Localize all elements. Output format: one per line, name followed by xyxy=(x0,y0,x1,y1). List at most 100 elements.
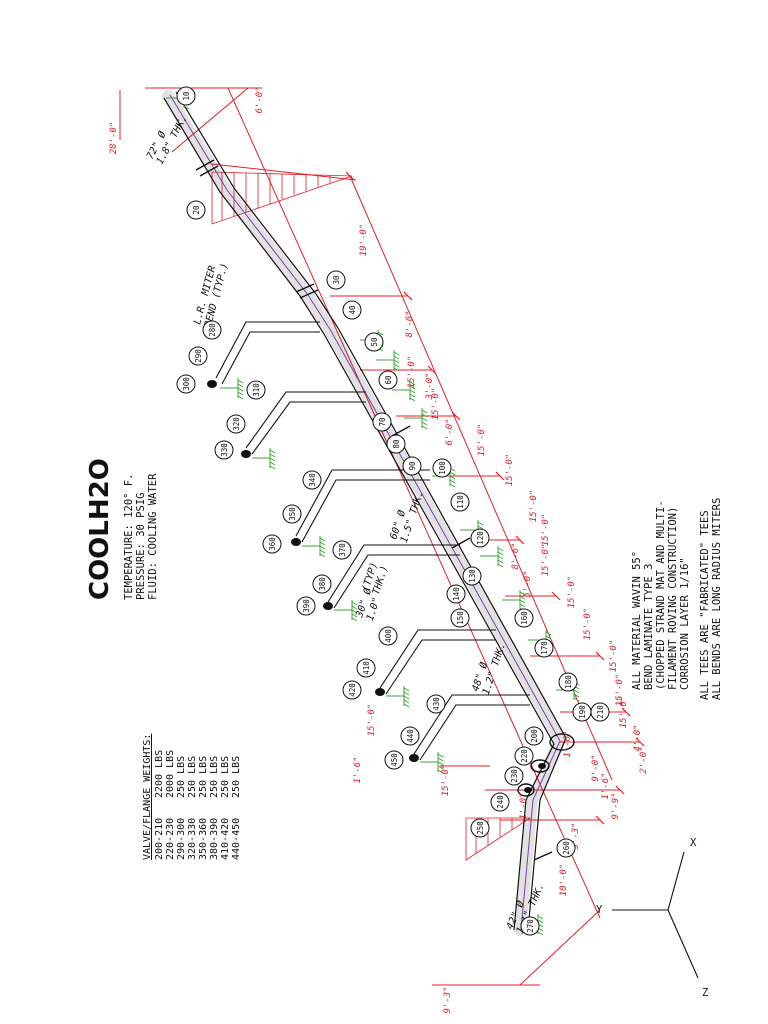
node-tag-label: 40 xyxy=(348,305,357,315)
node-tag-label: 170 xyxy=(540,641,549,655)
support-symbol xyxy=(420,752,444,774)
dim-label-d_15_k: 15'-0" xyxy=(615,674,625,707)
dim-text: 6'-0" xyxy=(445,418,455,445)
node-tag-430: 430 xyxy=(426,694,446,714)
node-tag-90: 90 xyxy=(402,456,422,476)
pipe-spec-labels: 72" Ø 1.8" THK. L.R. MITER BEND (TYP.) 6… xyxy=(144,114,547,936)
support-symbol xyxy=(376,350,400,372)
node-tag-label: 180 xyxy=(564,675,573,689)
dim-text: 1'-6" xyxy=(353,756,363,783)
dim-text: 15'-0" xyxy=(407,356,417,389)
title-block: COOLH2O xyxy=(85,458,115,600)
weight-value: 2200 LBS xyxy=(154,750,165,798)
dim-label-d_9_3_b: 9'-3" xyxy=(571,822,581,849)
note-line-2: BEND LAMINATE TYPE 3 xyxy=(643,564,655,690)
support-symbol xyxy=(252,448,276,470)
node-tag-280: 280 xyxy=(202,320,222,340)
node-tag-450: 450 xyxy=(384,750,404,770)
node-tag-label: 310 xyxy=(252,383,261,397)
dim-label-d_3_0: 3'-0" xyxy=(425,372,435,400)
axis-z-label: Z xyxy=(702,987,708,999)
dim-text: 15'-0" xyxy=(541,544,551,577)
axis-x-label: X xyxy=(690,837,697,849)
dim-text: 19'-0" xyxy=(359,224,369,257)
support-symbol xyxy=(386,686,410,708)
node-tag-label: 130 xyxy=(468,569,477,583)
node-tag-label: 150 xyxy=(456,611,465,625)
dim-text: 10'-0" xyxy=(559,864,569,897)
node-tag-label: 290 xyxy=(194,349,203,363)
dim-label-d_1_0: 1'-0" xyxy=(519,792,529,819)
node-tag-310: 310 xyxy=(246,380,266,400)
dim-label-d_19: 19'-0" xyxy=(359,224,369,257)
dim-label-d_4_0: 4'-0" xyxy=(633,724,643,751)
node-tag-label: 220 xyxy=(520,749,529,763)
dim-text: 1'-6" xyxy=(601,772,611,799)
node-tag-label: 300 xyxy=(182,377,191,391)
node-tag-label: 350 xyxy=(288,507,297,521)
dim-label-d_8_6: 8'-6" xyxy=(405,310,415,337)
node-tag-100: 100 xyxy=(432,458,452,478)
node-tag-140: 140 xyxy=(446,584,466,604)
node-tag-label: 370 xyxy=(338,543,347,557)
node-tag-440: 440 xyxy=(400,726,420,746)
node-tag-label: 190 xyxy=(578,705,587,719)
dim-text: 8'-6" xyxy=(511,542,521,569)
dim-text: 15'-0" xyxy=(567,576,577,609)
dim-label-d_15_m: 15'-0" xyxy=(367,704,377,737)
node-tag-label: 30 xyxy=(332,275,341,285)
node-tag-label: 340 xyxy=(308,473,317,487)
weight-range: 290-300 xyxy=(176,818,187,860)
node-tag-370: 370 xyxy=(332,540,352,560)
dim-text: 4'-0" xyxy=(633,724,643,751)
weight-range: 410-420 xyxy=(220,818,231,860)
temperature-text: TEMPERATURE: 120° F. xyxy=(123,474,135,600)
node-tag-230: 230 xyxy=(504,766,524,786)
drawing-title: COOLH2O xyxy=(85,458,115,600)
dim-text: 6'-0" xyxy=(255,86,265,113)
weight-range: 440-450 xyxy=(231,818,242,860)
dim-text: 2'-0" xyxy=(639,746,649,773)
node-tag-label: 280 xyxy=(208,323,217,337)
support-symbol xyxy=(302,536,326,558)
node-tag-190: 190 xyxy=(572,702,592,722)
valves xyxy=(207,380,546,793)
node-tag-label: 390 xyxy=(302,599,311,613)
node-tag-label: 60 xyxy=(384,375,393,385)
dim-text: 15'-0" xyxy=(431,388,441,421)
node-tag-260: 260 xyxy=(556,838,576,858)
weight-range: 220-230 xyxy=(165,818,176,860)
dim-label-d_6_0: 6'-0" xyxy=(445,418,455,445)
dim-text: 15'-0" xyxy=(609,640,619,673)
dim-label-d_15_f: 15'-0" xyxy=(541,514,551,547)
node-tag-300: 300 xyxy=(176,374,196,394)
node-tag-50: 50 xyxy=(364,332,384,352)
dim-text: 15'-0" xyxy=(367,704,377,737)
support-symbol xyxy=(392,380,416,402)
dim-text: 15'-0" xyxy=(615,674,625,707)
dim-label-d_15_j: 15'-0" xyxy=(609,640,619,673)
main-header-pipe xyxy=(162,90,575,936)
node-tag-label: 400 xyxy=(384,629,393,643)
note-line-4: FILAMENT ROVING CONSTRUCTION) xyxy=(667,507,679,690)
node-tag-120: 120 xyxy=(470,528,490,548)
axis-triad xyxy=(612,851,699,979)
node-tag-420: 420 xyxy=(342,680,362,700)
node-tag-label: 320 xyxy=(232,417,241,431)
dim-label-d_5_0: 5'-0" xyxy=(523,570,533,597)
support-symbol xyxy=(404,408,428,430)
dim-text: 15'-0" xyxy=(529,490,539,523)
dim-text: 28'-0" xyxy=(109,122,119,155)
node-tag-70: 70 xyxy=(372,412,392,432)
node-tag-390: 390 xyxy=(296,596,316,616)
node-tag-label: 240 xyxy=(496,795,505,809)
dim-label-d_1_6_c: 1'-6" xyxy=(353,756,363,783)
dim-label-d_8_6_b: 8'-6" xyxy=(511,542,521,569)
node-tag-130: 130 xyxy=(462,566,482,586)
dim-text: 15'-0" xyxy=(441,764,451,797)
dim-label-d_15_d: 15'-0" xyxy=(505,454,515,487)
node-tag-label: 100 xyxy=(438,461,447,475)
